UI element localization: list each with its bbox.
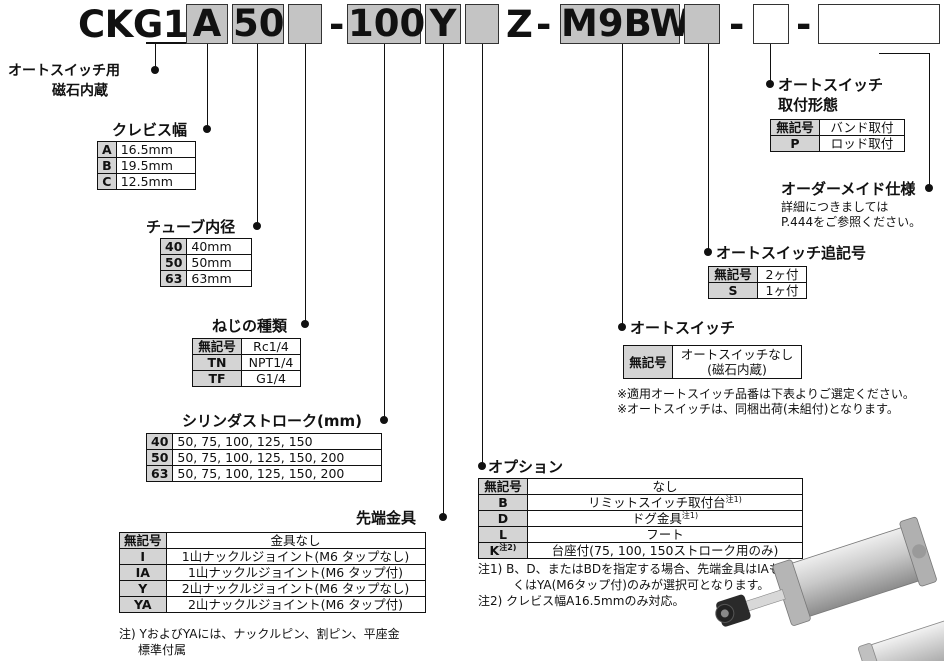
rod-end-note-2: 標準付属 xyxy=(138,643,187,657)
option-title: オプション xyxy=(488,458,564,476)
auto-switch-note-2: ※オートスイッチは、同梱出荷(未組付)となります。 xyxy=(617,402,899,416)
code-sep-1: - xyxy=(329,3,344,46)
code-box-clevis: A xyxy=(186,4,228,44)
rod-end-note-1: 注) YおよびYAには、ナックルピン、割ピン、平座金 xyxy=(119,627,400,641)
switch-mount-title-2: 取付形態 xyxy=(778,96,839,114)
magnet-label-1: オートスイッチ用 xyxy=(8,63,120,79)
code-box-mount xyxy=(753,4,789,44)
table-row: 無記号なし xyxy=(478,478,803,495)
switch-qty-title: オートスイッチ追記号 xyxy=(716,244,867,262)
series-underline xyxy=(146,42,186,44)
option-note-2: 注2) クレビス幅A16.5mmのみ対応。 xyxy=(478,594,685,608)
code-box-made-to-order xyxy=(818,4,940,44)
tube-bore-title: チューブ内径 xyxy=(146,218,236,236)
stroke-title: シリンダストローク(mm) xyxy=(182,412,362,430)
table-row: 無記号バンド取付 xyxy=(770,119,905,136)
code-box-stroke: 100 xyxy=(347,2,426,45)
code-letter-z: Z xyxy=(506,3,533,46)
option-note-1b: くはYA(M6タップ付)のみが選択可となります。 xyxy=(513,578,770,592)
switch-mount-title-1: オートスイッチ xyxy=(778,76,884,94)
auto-switch-note-1: ※適用オートスイッチ品番は下表よりご選定ください。 xyxy=(617,387,915,401)
made-to-order-title: オーダーメイド仕様 xyxy=(781,180,916,198)
code-box-switch: M9BW xyxy=(560,2,691,45)
made-to-order-line-1: 詳細につきましては xyxy=(781,200,889,214)
code-box-thread xyxy=(288,4,322,44)
table-row: 無記号 オートスイッチなし(磁石内蔵) xyxy=(623,345,802,379)
code-box-rod-end: Y xyxy=(425,4,461,44)
thread-type-title: ねじの種類 xyxy=(212,317,288,335)
made-to-order-line-2: P.444をご参照ください。 xyxy=(781,215,922,229)
code-box-switch-qty xyxy=(684,4,720,44)
cylinder-product-image xyxy=(715,516,944,661)
code-box-bore: 50 xyxy=(232,2,285,45)
rod-end-title: 先端金具 xyxy=(356,509,417,527)
code-sep-4: - xyxy=(796,3,811,46)
option-note-1a: 注1) B、D、またはBDを指定する場合、先端金具はIAもし xyxy=(478,562,793,576)
clevis-width-title: クレビス幅 xyxy=(112,121,188,139)
table-row: K注2)台座付(75, 100, 150ストローク用のみ) xyxy=(478,542,803,559)
code-sep-3: - xyxy=(729,3,744,46)
auto-switch-title: オートスイッチ xyxy=(630,319,736,337)
series-code: CKG1 xyxy=(78,3,188,46)
auto-switch-table: 無記号 オートスイッチなし(磁石内蔵) xyxy=(623,345,802,379)
code-sep-2: - xyxy=(536,3,551,46)
code-box-option xyxy=(465,4,499,44)
table-row: 無記号金具なし xyxy=(119,532,426,549)
magnet-label-2: 磁石内蔵 xyxy=(52,83,108,99)
